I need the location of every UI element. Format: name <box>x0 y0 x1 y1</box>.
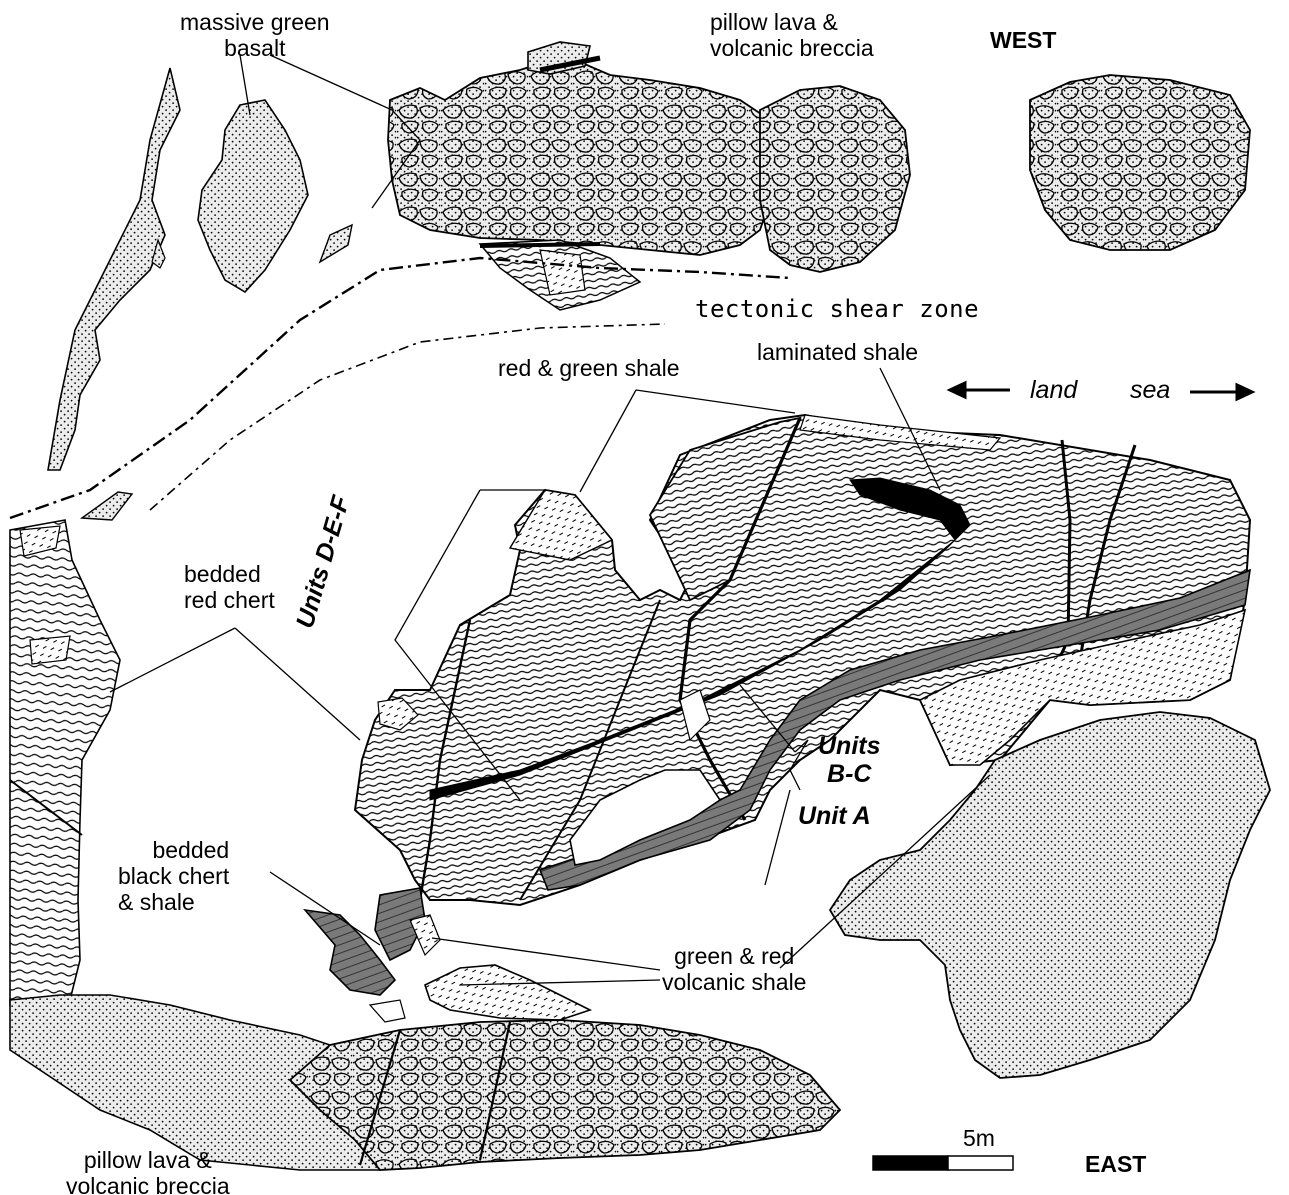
label-pillow-lava-bottom-line2: volcanic breccia <box>66 1174 230 1195</box>
label-massive-green-basalt-line2: basalt <box>180 36 330 62</box>
label-east: EAST <box>1085 1152 1146 1178</box>
label-tectonic-shear-zone: tectonic shear zone <box>695 296 979 323</box>
label-green-red-volcanic-shale: green & red volcanic shale <box>662 944 806 996</box>
left-chert-strip <box>10 520 120 1010</box>
label-massive-green-basalt: massive green basalt <box>180 10 330 62</box>
massive-basalt-body <box>198 100 308 292</box>
basalt-fragment <box>320 225 352 262</box>
east-stipple-body <box>830 712 1270 1078</box>
label-pillow-lava-top-line2: volcanic breccia <box>710 36 874 62</box>
label-sea: sea <box>1130 376 1170 404</box>
label-green-red-volcanic-shale-line1: green & red <box>662 944 806 970</box>
land-sea-arrows <box>950 383 1252 399</box>
shear-lens <box>82 492 132 520</box>
label-bedded-black-chert-line3: & shale <box>118 890 229 916</box>
west-basalt-strip <box>48 68 180 470</box>
label-bedded-black-chert: bedded black chert & shale <box>118 838 229 915</box>
label-laminated-shale: laminated shale <box>757 340 918 366</box>
label-land: land <box>1030 376 1077 404</box>
label-massive-green-basalt-line1: massive green <box>180 10 330 36</box>
label-bedded-black-chert-line2: black chert <box>118 864 229 890</box>
small-lens <box>370 1000 405 1022</box>
pillow-lava-west-right <box>760 86 910 272</box>
volcanic-shale-lens-2 <box>425 965 590 1020</box>
label-pillow-lava-bottom-line1: pillow lava & <box>66 1148 230 1174</box>
label-green-red-volcanic-shale-line2: volcanic shale <box>662 970 806 996</box>
label-unit-a: Unit A <box>798 802 871 830</box>
label-red-green-shale: red & green shale <box>498 356 680 382</box>
label-units-bc-line2: B-C <box>818 760 881 788</box>
label-pillow-lava-top: pillow lava & volcanic breccia <box>710 10 874 62</box>
label-pillow-lava-top-line1: pillow lava & <box>710 10 874 36</box>
shear-zone-line-2 <box>150 324 665 510</box>
pillow-lava-far-west <box>1030 75 1250 250</box>
label-pillow-lava-bottom: pillow lava & volcanic breccia <box>66 1148 230 1195</box>
left-dashed-lens-2 <box>30 636 70 664</box>
label-west: WEST <box>990 28 1056 54</box>
black-band-shear <box>480 244 600 246</box>
label-bedded-black-chert-line1: bedded <box>118 838 229 864</box>
label-units-bc-line1: Units <box>818 732 881 760</box>
label-scale-bar: 5m <box>963 1126 995 1152</box>
label-bedded-red-chert: bedded red chert <box>184 562 275 614</box>
pillow-lava-east-bottom <box>290 1020 840 1170</box>
label-bedded-red-chert-line2: red chert <box>184 588 275 614</box>
label-bedded-red-chert-line1: bedded <box>184 562 275 588</box>
pillow-lava-west-main <box>388 62 775 255</box>
scale-bar-graphic <box>873 1156 1013 1170</box>
label-units-bc: Units B-C <box>818 732 881 788</box>
